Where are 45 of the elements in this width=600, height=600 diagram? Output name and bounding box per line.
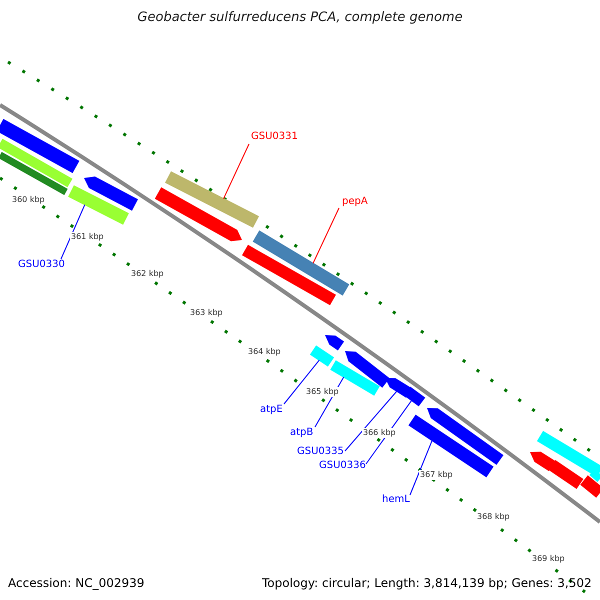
- tick-label: 367 kbp: [419, 470, 454, 480]
- gene-label: GSU0335: [297, 446, 344, 458]
- pointed-gene-bar: [427, 408, 504, 465]
- gene-bar: [0, 152, 68, 196]
- footer-text: Topology: circular; Length: 3,814,139 bp; Genes: 3,502: [262, 576, 592, 590]
- gene-label: atpE: [260, 404, 283, 416]
- leader-line: [410, 440, 433, 496]
- gene-bar: [548, 460, 584, 489]
- tick-label: 363 kbp: [189, 308, 224, 318]
- gene-bar: [404, 386, 426, 406]
- gene-label: hemL: [382, 494, 410, 506]
- leader-line: [223, 144, 250, 200]
- tick-label: 362 kbp: [130, 269, 165, 279]
- gene-label: pepA: [342, 196, 368, 208]
- gene-bar: [580, 475, 600, 498]
- pointed-gene-bar: [154, 187, 242, 242]
- tick-label: 360 kbp: [11, 195, 46, 205]
- title: Geobacter sulfurreducens PCA, complete genome: [136, 10, 464, 25]
- gene-bar: [0, 118, 80, 174]
- gene-bar: [68, 185, 129, 225]
- pointed-gene-bar: [325, 335, 344, 350]
- leader-line: [312, 208, 340, 264]
- gene-bar: [242, 244, 336, 306]
- leader-line: [60, 204, 86, 260]
- tick-label: 364 kbp: [247, 347, 282, 357]
- footer-text: Accession: NC_002939: [8, 576, 144, 590]
- gene-label: GSU0336: [319, 460, 366, 472]
- tick-label: 368 kbp: [476, 512, 511, 522]
- gene-label: atpB: [290, 427, 314, 439]
- leader-line: [344, 390, 398, 452]
- tick-label: 366 kbp: [362, 428, 397, 438]
- leader-line: [284, 360, 320, 404]
- tick-label: 369 kbp: [531, 554, 566, 564]
- tick-label: 361 kbp: [70, 232, 105, 242]
- gene-bar: [0, 138, 72, 188]
- pointed-gene-bar: [345, 351, 390, 388]
- gene-bar: [408, 414, 494, 478]
- gene-bar: [165, 171, 259, 228]
- pointed-gene-bar: [530, 452, 556, 472]
- tick-label: 365 kbp: [305, 387, 340, 397]
- gene-label: GSU0331: [251, 131, 298, 143]
- gene-bar: [310, 345, 334, 367]
- gene-label: GSU0330: [18, 259, 65, 271]
- gene-bar: [252, 230, 350, 296]
- pointed-gene-bar: [84, 176, 138, 211]
